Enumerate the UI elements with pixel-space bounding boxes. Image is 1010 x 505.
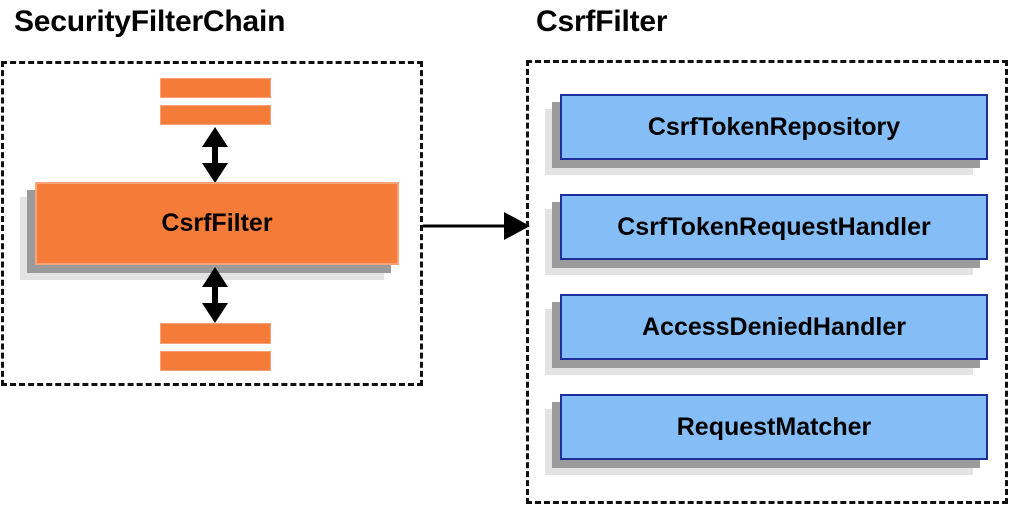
filter-bar-top-1 bbox=[160, 78, 271, 98]
page-title-csrf-filter: CsrfFilter bbox=[536, 5, 668, 38]
bidirectional-arrow-icon-above bbox=[199, 127, 231, 183]
connector-shaft bbox=[423, 224, 515, 228]
filter-bar-top-2 bbox=[160, 105, 271, 125]
collaborator-box-request-matcher[interactable]: RequestMatcher bbox=[560, 394, 988, 460]
collaborator-box-access-denied-handler[interactable]: AccessDeniedHandler bbox=[560, 294, 988, 360]
csrffilter-to-collaborators-arrow bbox=[423, 212, 530, 240]
bidirectional-arrow-icon-below bbox=[199, 267, 231, 323]
arrow-head-right-icon bbox=[504, 212, 530, 240]
page-title-security-filter-chain: SecurityFilterChain bbox=[14, 5, 286, 38]
group-security-filter-chain bbox=[1, 61, 423, 386]
filter-bar-bottom-1 bbox=[160, 323, 271, 344]
filter-bar-bottom-2 bbox=[160, 351, 271, 371]
collaborator-box-csrf-token-repository[interactable]: CsrfTokenRepository bbox=[560, 94, 988, 160]
collaborator-box-csrf-token-request-handler[interactable]: CsrfTokenRequestHandler bbox=[560, 194, 988, 260]
csrf-filter-box[interactable]: CsrfFilter bbox=[35, 182, 399, 265]
group-csrf-filter-collaborators bbox=[526, 60, 1008, 504]
